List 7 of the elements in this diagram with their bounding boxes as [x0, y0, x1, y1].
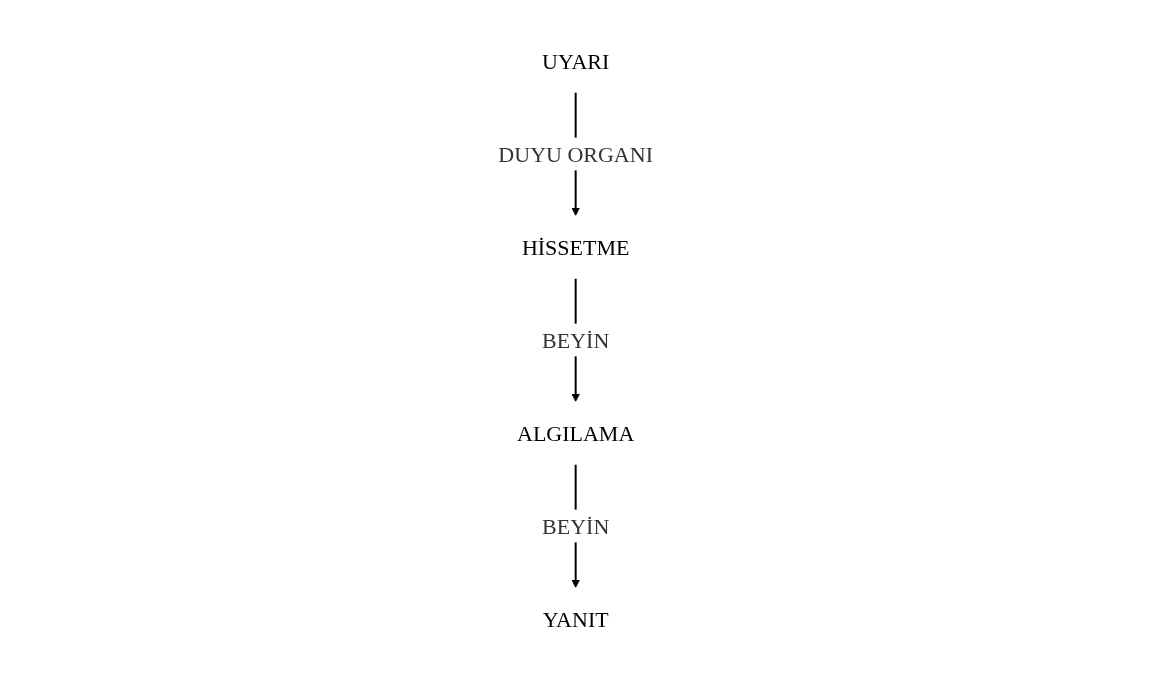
edge-label: DUYU ORGANI [498, 141, 654, 166]
edge-label: BEYİN [542, 513, 610, 538]
node-text: ALGILAMA [517, 420, 635, 445]
node-text: UYARI [542, 48, 610, 73]
edge-label: BEYİN [542, 327, 610, 352]
node-text: YANIT [542, 606, 609, 631]
node-text: HİSSETME [522, 234, 630, 259]
